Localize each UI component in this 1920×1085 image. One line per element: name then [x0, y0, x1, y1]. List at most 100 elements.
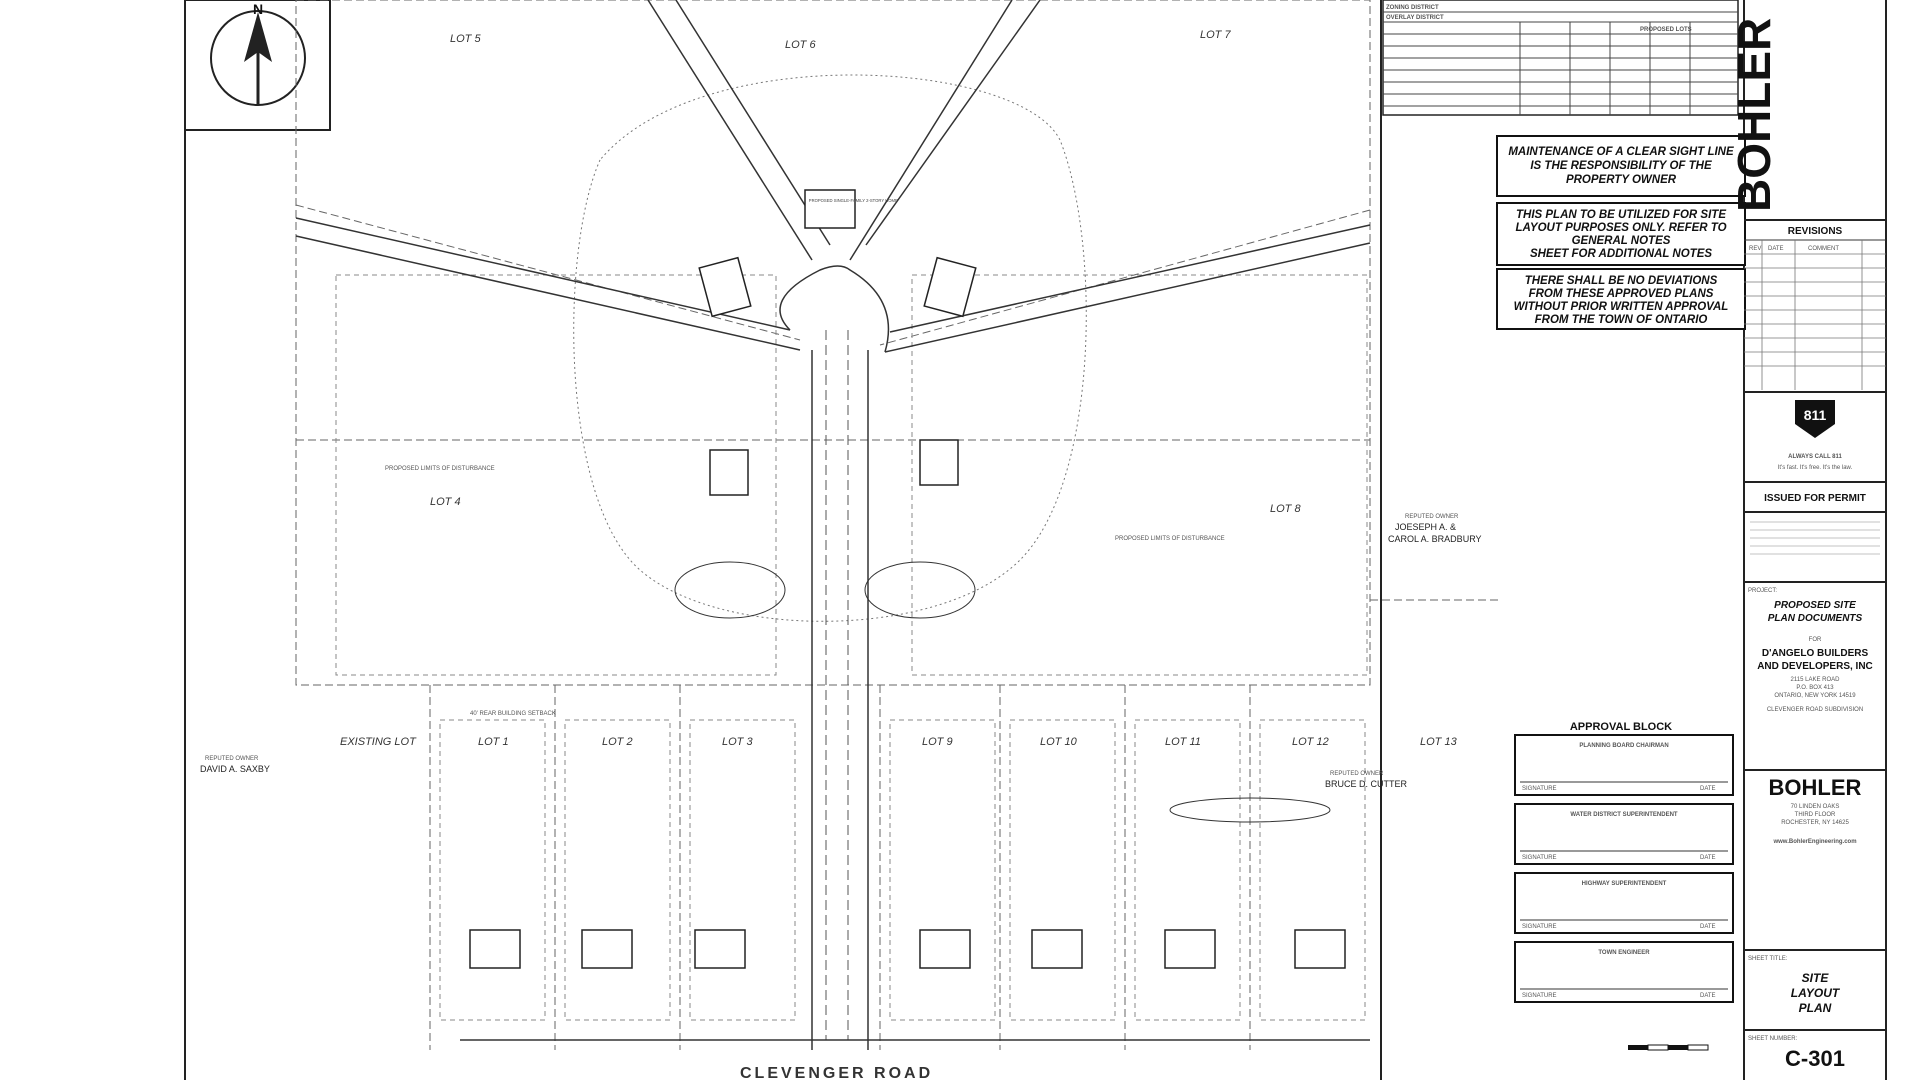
home-footprint	[919, 929, 971, 969]
approval-row-water: WATER DISTRICT SUPERINTENDENT SIGNATURE …	[1514, 803, 1734, 865]
home-footprint	[923, 256, 977, 318]
home-footprint	[709, 449, 749, 496]
client-name: D'ANGELO BUILDERS	[1762, 648, 1869, 659]
reputed-owner-saxby: REPUTED OWNER DAVID A. SAXBY	[200, 756, 270, 774]
call-811-icon: 811	[1795, 400, 1835, 438]
svg-text:DATE: DATE	[1700, 786, 1716, 792]
home-footprint	[469, 929, 521, 969]
lot-label: LOT 6	[785, 39, 816, 51]
svg-text:BRUCE D. CUTTER: BRUCE D. CUTTER	[1325, 779, 1408, 789]
home-footprint	[698, 256, 752, 318]
home-footprint	[804, 189, 856, 229]
svg-text:PLANNING BOARD CHAIRMAN: PLANNING BOARD CHAIRMAN	[1579, 743, 1668, 749]
disturbance-label: PROPOSED LIMITS OF DISTURBANCE	[385, 466, 495, 472]
svg-text:WITHOUT PRIOR WRITTEN APPROVAL: WITHOUT PRIOR WRITTEN APPROVAL	[1514, 301, 1729, 313]
bohler-logo-small: BOHLER	[1769, 775, 1862, 800]
svg-text:WATER DISTRICT SUPERINTENDENT: WATER DISTRICT SUPERINTENDENT	[1570, 812, 1678, 818]
svg-text:DATE: DATE	[1700, 924, 1716, 930]
svg-text:SIGNATURE: SIGNATURE	[1522, 924, 1557, 930]
svg-text:DATE: DATE	[1768, 246, 1784, 252]
lot-lines	[295, 0, 1500, 1050]
stormwater-areas	[674, 561, 1331, 823]
approval-row-highway: HIGHWAY SUPERINTENDENT SIGNATURE DATE	[1514, 872, 1734, 934]
sheet-number: C-301	[1785, 1046, 1845, 1071]
scale-bar	[1628, 1044, 1709, 1051]
svg-text:ZONING DISTRICT: ZONING DISTRICT	[1386, 5, 1439, 11]
svg-text:ALWAYS CALL 811: ALWAYS CALL 811	[1788, 454, 1842, 460]
svg-text:THERE SHALL BE NO DEVIATIONS: THERE SHALL BE NO DEVIATIONS	[1525, 275, 1718, 287]
svg-text:REVISIONS: REVISIONS	[1788, 226, 1843, 237]
home-footprint	[1031, 929, 1083, 969]
svg-text:LAYOUT PURPOSES ONLY. REFER TO: LAYOUT PURPOSES ONLY. REFER TO	[1515, 222, 1726, 234]
home-footprint	[1164, 929, 1216, 969]
building-setbacks	[335, 274, 1368, 1021]
svg-text:DATE: DATE	[1700, 993, 1716, 999]
svg-text:REPUTED OWNER: REPUTED OWNER	[1330, 771, 1384, 777]
svg-text:CLEVENGER ROAD SUBDIVISION: CLEVENGER ROAD SUBDIVISION	[1767, 707, 1863, 713]
svg-text:P.O. BOX 413: P.O. BOX 413	[1796, 685, 1834, 691]
lot-label: LOT 5	[450, 33, 481, 45]
approval-row-engineer: TOWN ENGINEER SIGNATURE DATE	[1514, 941, 1734, 1003]
svg-text:THIRD FLOOR: THIRD FLOOR	[1795, 812, 1836, 818]
lot-label: LOT 12	[1292, 736, 1329, 748]
svg-text:FROM THESE APPROVED PLANS: FROM THESE APPROVED PLANS	[1529, 288, 1714, 300]
home-footprint	[581, 929, 633, 969]
title-block: BOHLER REVISIONS REV DATE COMMENT 811	[1728, 18, 1886, 1071]
svg-text:PROJECT:: PROJECT:	[1748, 588, 1777, 594]
lot-label: LOT 3	[722, 736, 753, 748]
lot-label: LOT 8	[1270, 503, 1301, 515]
lot-label: LOT 10	[1040, 736, 1078, 748]
svg-text:SHEET NUMBER:: SHEET NUMBER:	[1748, 1036, 1798, 1042]
svg-text:REPUTED OWNER: REPUTED OWNER	[205, 756, 259, 762]
svg-text:SHEET TITLE:: SHEET TITLE:	[1748, 956, 1788, 962]
svg-text:JOESEPH A. &: JOESEPH A. &	[1395, 522, 1456, 532]
setback-label: 40' REAR BUILDING SETBACK	[470, 711, 556, 717]
svg-text:IS THE RESPONSIBILITY OF THE: IS THE RESPONSIBILITY OF THE	[1530, 160, 1712, 172]
svg-text:FOR: FOR	[1809, 637, 1822, 643]
lot-label: EXISTING LOT	[340, 736, 417, 748]
svg-text:PROPOSED LOTS: PROPOSED LOTS	[1640, 27, 1692, 33]
svg-text:GENERAL NOTES: GENERAL NOTES	[1572, 235, 1671, 247]
svg-text:HIGHWAY SUPERINTENDENT: HIGHWAY SUPERINTENDENT	[1582, 881, 1667, 887]
home-footprint	[694, 929, 746, 969]
approval-block: APPROVAL BLOCK PLANNING BOARD CHAIRMAN S…	[1514, 721, 1734, 1003]
disturbance-label: PROPOSED LIMITS OF DISTURBANCE	[1115, 536, 1225, 542]
svg-text:N: N	[253, 1, 263, 17]
home-footprint	[919, 439, 959, 486]
svg-text:FROM THE TOWN OF ONTARIO: FROM THE TOWN OF ONTARIO	[1535, 314, 1708, 326]
proposed-homes	[469, 189, 1346, 969]
home-label: PROPOSED SINGLE-FAMILY 2-STORY HOME	[809, 198, 898, 203]
svg-text:PLAN DOCUMENTS: PLAN DOCUMENTS	[1768, 613, 1863, 624]
svg-text:REV: REV	[1749, 246, 1761, 252]
approval-row-planning: PLANNING BOARD CHAIRMAN SIGNATURE DATE	[1514, 734, 1734, 796]
svg-text:LAYOUT: LAYOUT	[1791, 986, 1841, 1000]
svg-text:It's fast. It's free. It's the: It's fast. It's free. It's the law.	[1778, 465, 1853, 471]
svg-text:ONTARIO, NEW YORK 14519: ONTARIO, NEW YORK 14519	[1774, 693, 1856, 699]
sheet-title: SITE	[1802, 971, 1830, 985]
lot-label: LOT 7	[1200, 29, 1231, 41]
lot-label: LOT 11	[1165, 736, 1201, 748]
svg-text:2115 LAKE ROAD: 2115 LAKE ROAD	[1791, 677, 1841, 683]
svg-text:SIGNATURE: SIGNATURE	[1522, 786, 1557, 792]
svg-text:APPROVAL BLOCK: APPROVAL BLOCK	[1570, 721, 1672, 733]
project-title: PROPOSED SITE	[1774, 600, 1856, 611]
svg-text:70 LINDEN OAKS: 70 LINDEN OAKS	[1791, 804, 1840, 810]
home-footprint	[1294, 929, 1346, 969]
zoning-table: ZONING DISTRICT OVERLAY DISTRICT PROPOSE…	[1382, 0, 1739, 116]
svg-text:SIGNATURE: SIGNATURE	[1522, 855, 1557, 861]
lot-label: LOT 4	[430, 496, 461, 508]
svg-text:ROCHESTER, NY 14625: ROCHESTER, NY 14625	[1781, 820, 1849, 826]
lot-label: LOT 1	[478, 736, 509, 748]
svg-text:THIS PLAN TO BE UTILIZED FOR S: THIS PLAN TO BE UTILIZED FOR SITE	[1516, 209, 1726, 221]
svg-text:COMMENT: COMMENT	[1808, 246, 1839, 252]
svg-text:MAINTENANCE OF A CLEAR SIGHT L: MAINTENANCE OF A CLEAR SIGHT LINE	[1508, 146, 1734, 158]
reputed-owner-bradbury: REPUTED OWNER JOESEPH A. & CAROL A. BRAD…	[1388, 514, 1482, 544]
road-name: CLEVENGER ROAD	[740, 1065, 933, 1080]
lot-label: LOT 2	[602, 736, 633, 748]
roadway	[295, 0, 1371, 1050]
note-sight-line: MAINTENANCE OF A CLEAR SIGHT LINE IS THE…	[1496, 135, 1746, 197]
lot-label: LOT 13	[1420, 736, 1458, 748]
svg-text:811: 811	[1804, 407, 1827, 423]
